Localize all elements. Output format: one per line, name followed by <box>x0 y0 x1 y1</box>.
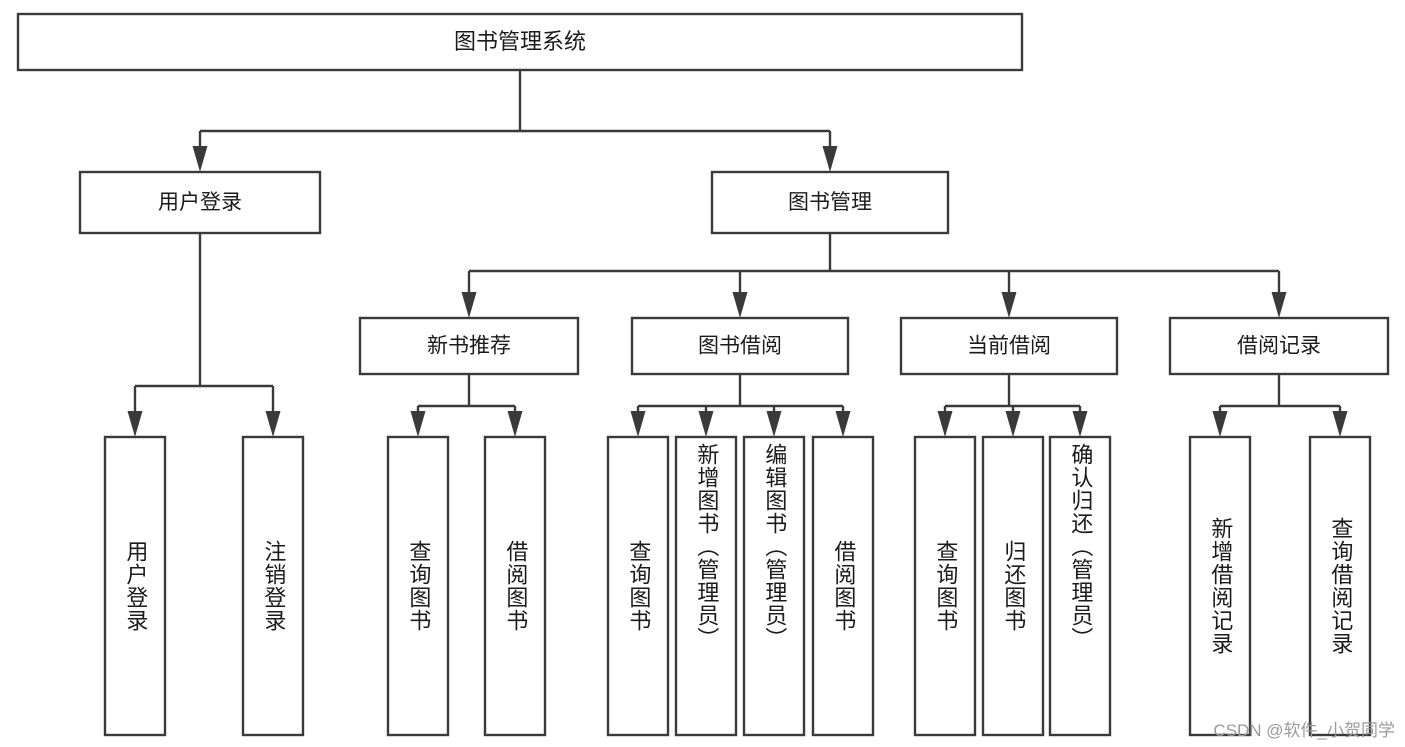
node-label-book-manage: 图书管理 <box>788 191 872 214</box>
arrow-head-icon <box>766 411 782 437</box>
node-box-leaf-add-book[interactable] <box>674 435 738 737</box>
node-label-user-login: 用户登录 <box>158 191 242 214</box>
node-box-leaf-query-book-2[interactable] <box>606 435 670 737</box>
node-box-leaf-add-record[interactable] <box>1188 435 1252 737</box>
node-label-root: 图书管理系统 <box>454 29 586 54</box>
node-box-leaf-query-record[interactable] <box>1308 435 1372 737</box>
connector-layer <box>127 70 1348 437</box>
arrow-head-icon <box>1212 411 1228 437</box>
connector-root <box>192 70 838 172</box>
arrow-head-icon <box>698 411 714 437</box>
arrow-head-icon <box>732 292 748 318</box>
node-label-book-borrow: 图书借阅 <box>698 335 782 358</box>
arrow-head-icon <box>1001 292 1017 318</box>
arrow-head-icon <box>265 411 281 437</box>
arrow-head-icon <box>461 292 477 318</box>
node-box-layer <box>16 12 1390 737</box>
node-box-leaf-query-book-3[interactable] <box>913 435 977 737</box>
connector-user-login <box>127 233 281 437</box>
watermark: CSDN @软件_小贺同学 <box>1213 721 1395 740</box>
arrow-head-icon <box>1332 411 1348 437</box>
node-box-user-login[interactable] <box>78 170 322 235</box>
arrow-head-icon <box>1005 411 1021 437</box>
node-box-leaf-user-login[interactable] <box>103 435 167 737</box>
arrow-head-icon <box>822 146 838 172</box>
node-box-leaf-borrow-book-1[interactable] <box>483 435 547 737</box>
node-box-current-borrow[interactable] <box>899 316 1119 376</box>
node-box-leaf-logout[interactable] <box>241 435 305 737</box>
arrow-head-icon <box>1072 411 1088 437</box>
node-label-new-book-rec: 新书推荐 <box>427 335 511 358</box>
connector-current-borrow <box>937 374 1088 437</box>
node-box-book-manage[interactable] <box>710 170 950 235</box>
arrow-head-icon <box>835 411 851 437</box>
node-box-leaf-edit-book[interactable] <box>742 435 806 737</box>
node-box-leaf-borrow-book-2[interactable] <box>811 435 875 737</box>
node-box-new-book-rec[interactable] <box>358 316 580 376</box>
node-box-root[interactable] <box>16 12 1024 72</box>
node-box-book-borrow[interactable] <box>630 316 850 376</box>
node-box-leaf-return-book[interactable] <box>981 435 1045 737</box>
arrow-head-icon <box>410 411 426 437</box>
node-box-leaf-query-book-1[interactable] <box>386 435 450 737</box>
node-box-leaf-confirm-return[interactable] <box>1048 435 1112 737</box>
connector-book-borrow <box>630 374 851 437</box>
connector-book-manage <box>461 233 1287 318</box>
connector-new-book-rec <box>410 374 523 437</box>
node-box-borrow-record[interactable] <box>1168 316 1390 376</box>
arrow-head-icon <box>937 411 953 437</box>
arrow-head-icon <box>1271 292 1287 318</box>
arrow-head-icon <box>192 146 208 172</box>
arrow-head-icon <box>507 411 523 437</box>
arrow-head-icon <box>630 411 646 437</box>
node-label-current-borrow: 当前借阅 <box>967 335 1051 358</box>
node-label-borrow-record: 借阅记录 <box>1237 335 1321 358</box>
connector-borrow-record <box>1212 374 1348 437</box>
arrow-head-icon <box>127 411 143 437</box>
